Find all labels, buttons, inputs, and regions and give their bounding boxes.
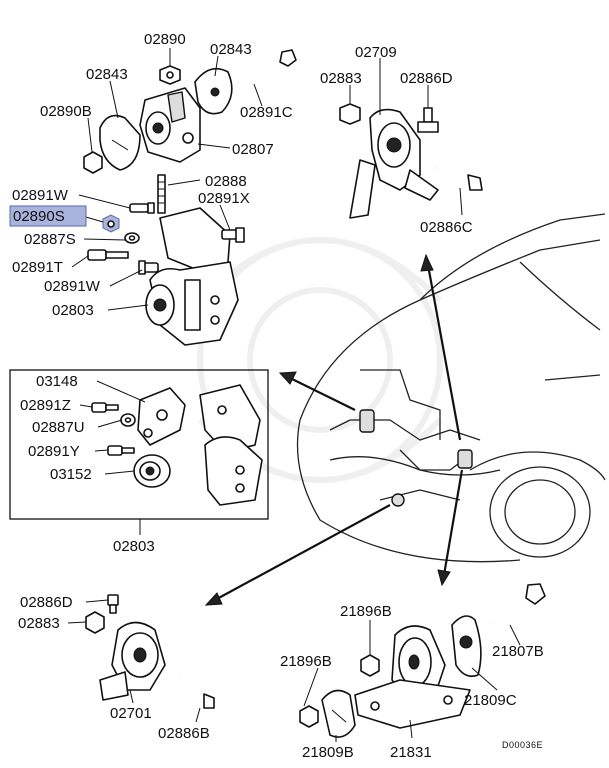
- label-02886C: 02886C: [420, 219, 473, 236]
- label-21809C: 21809C: [464, 692, 517, 709]
- bolt-21807B: [489, 583, 546, 624]
- bolt-02886C: [434, 166, 483, 191]
- stud-02888: [157, 174, 166, 214]
- bolt-02886D-lower: [107, 594, 119, 614]
- bolt-02891Z: [91, 402, 119, 413]
- bracket-03148: [137, 387, 186, 446]
- label-02883-bottom: 02883: [18, 615, 60, 632]
- nut-21896B-upper: [360, 654, 380, 677]
- label-02887U: 02887U: [32, 419, 85, 436]
- bushing-03152: [133, 454, 171, 488]
- label-02891W-bottom: 02891W: [44, 278, 101, 295]
- label-03152: 03152: [50, 466, 92, 483]
- label-02891Z: 02891Z: [20, 397, 71, 414]
- label-02883-top: 02883: [320, 70, 362, 87]
- mount-02701: [99, 621, 166, 701]
- label-21809B: 21809B: [302, 744, 354, 761]
- label-02891W-top: 02891W: [12, 187, 69, 204]
- mount-21831: [354, 625, 471, 729]
- nut-02890B: [83, 151, 103, 174]
- label-02886D-top: 02886D: [400, 70, 453, 87]
- washer-02887S: [124, 232, 140, 244]
- bolt-02891Y: [107, 445, 135, 456]
- label-02709: 02709: [355, 44, 397, 61]
- label-02888: 02888: [205, 173, 247, 190]
- bottom-left-mount-assembly: [85, 594, 215, 709]
- label-02891C: 02891C: [240, 104, 293, 121]
- label-02803-box: 02803: [113, 538, 155, 555]
- leader-lines: [67, 48, 521, 742]
- label-02891X: 02891X: [198, 190, 250, 207]
- bracket-02803-detail: [199, 384, 263, 506]
- part-labels: 02890 02843 02843 02891C 02890B 02807 02…: [9, 31, 544, 761]
- vehicle-front-outline: [296, 213, 606, 563]
- car-mount-rear: [391, 493, 405, 507]
- stopper-21809C: [451, 615, 482, 678]
- nut-02890: [159, 65, 181, 85]
- bottom-right-mount-assembly: [299, 583, 546, 738]
- label-21831: 21831: [390, 744, 432, 761]
- nut-02890S: [102, 214, 120, 233]
- reference-code: D00036E: [502, 740, 543, 750]
- bolt-02891W-lower: [138, 260, 159, 275]
- label-02807: 02807: [232, 141, 274, 158]
- label-02890S: 02890S: [13, 208, 65, 225]
- label-21896B-left: 21896B: [280, 653, 332, 670]
- bracket-02803: [145, 207, 239, 346]
- label-02891T: 02891T: [12, 259, 63, 276]
- highlight-02890S: [9, 205, 87, 227]
- nut-21896B-lower: [299, 705, 319, 728]
- stopper-02843-left: [99, 114, 141, 171]
- label-03148: 03148: [36, 373, 78, 390]
- stopper-21809B: [321, 689, 356, 738]
- bolt-02891C: [237, 49, 297, 84]
- bolt-02891T: [87, 249, 129, 261]
- label-02890B: 02890B: [40, 103, 92, 120]
- washer-02887U: [120, 413, 136, 427]
- mount-02709: [349, 108, 439, 219]
- label-02843-top: 02843: [210, 41, 252, 58]
- mount-body-02807: [139, 87, 201, 163]
- label-02887S: 02887S: [24, 231, 76, 248]
- direction-arrows: [204, 253, 464, 606]
- label-02886B: 02886B: [158, 725, 210, 742]
- bolt-02886B: [179, 674, 215, 709]
- label-02886D-bottom: 02886D: [20, 594, 73, 611]
- label-21807B: 21807B: [492, 643, 544, 660]
- nut-02883-upper: [339, 103, 361, 125]
- car-mount-front: [359, 409, 375, 433]
- car-mount-right: [457, 449, 473, 469]
- label-02890: 02890: [144, 31, 186, 48]
- fastener-02891W-upper: [129, 202, 155, 214]
- bolt-02886D-upper: [417, 107, 439, 133]
- label-02843-left: 02843: [86, 66, 128, 83]
- top-right-mount-assembly: [339, 103, 483, 219]
- label-02891Y: 02891Y: [28, 443, 80, 460]
- nut-02883-lower: [85, 611, 105, 634]
- label-02701: 02701: [110, 705, 152, 722]
- label-21896B-top: 21896B: [340, 603, 392, 620]
- stopper-02843-upper: [194, 67, 233, 115]
- label-02803-top: 02803: [52, 302, 94, 319]
- top-left-mount-assembly: [83, 49, 297, 346]
- boxed-bracket-assembly: [9, 369, 269, 520]
